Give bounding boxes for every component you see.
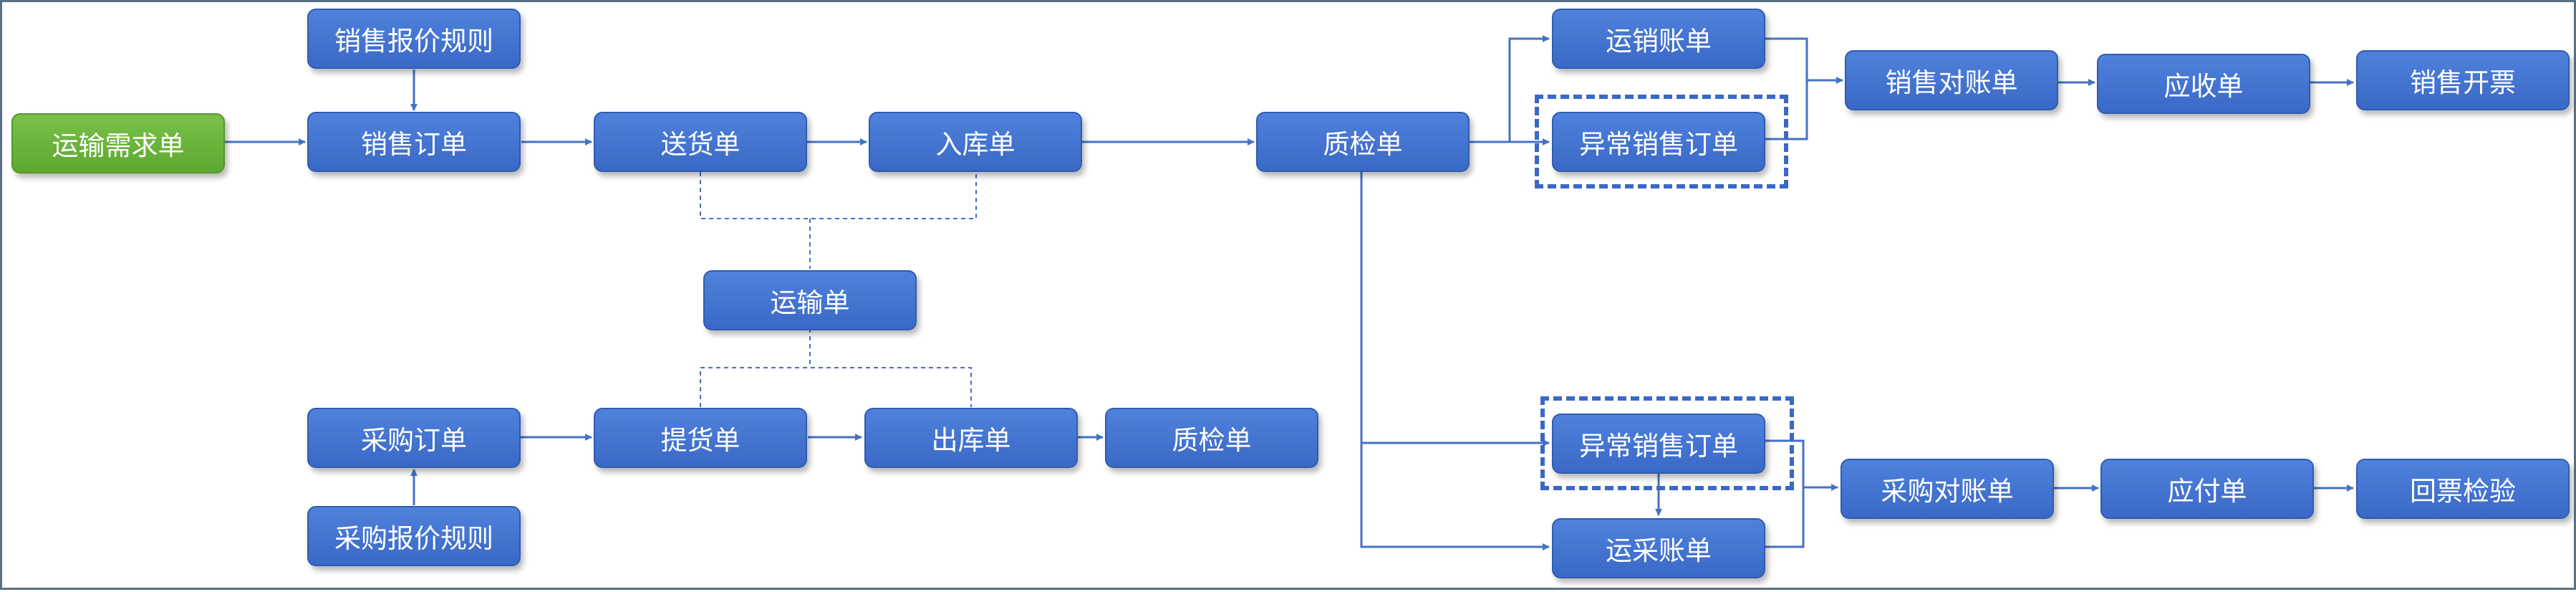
edge-quality-to-purchase-bill bbox=[1360, 443, 1550, 550]
node-purchase-order[interactable]: 采购订单 bbox=[307, 408, 521, 468]
node-purchase-reconciliation[interactable]: 采购对账单 bbox=[1841, 459, 2054, 519]
edge-abnormal-bottom-to-purchase-reconciliation bbox=[1765, 439, 1838, 491]
node-purchase-shipping-bill[interactable]: 运采账单 bbox=[1552, 518, 1765, 578]
edge-quality-to-abnormal-bottom bbox=[1360, 172, 1550, 447]
node-pickup-note[interactable]: 提货单 bbox=[594, 408, 807, 468]
node-invoice-check[interactable]: 回票检验 bbox=[2356, 459, 2570, 519]
edge-abnormal-top-to-reconciliation bbox=[1765, 80, 1808, 140]
node-delivery-note[interactable]: 送货单 bbox=[594, 112, 807, 172]
node-shipping-bill[interactable]: 运销账单 bbox=[1552, 9, 1765, 69]
node-transport-demand[interactable]: 运输需求单 bbox=[11, 113, 225, 173]
node-receipt-note[interactable]: 入库单 bbox=[869, 112, 1082, 172]
node-sales-price-rule[interactable]: 销售报价规则 bbox=[307, 9, 521, 69]
dashed-link-delivery-receipt-transport bbox=[700, 172, 977, 219]
edge-quality-to-shipping-bill bbox=[1469, 35, 1550, 143]
node-payable[interactable]: 应付单 bbox=[2100, 459, 2314, 519]
node-quality-check-bottom[interactable]: 质检单 bbox=[1105, 408, 1318, 468]
abnormal-order-highlight-bottom bbox=[1540, 396, 1794, 490]
dashed-link-pickup-outbound-transport bbox=[700, 367, 972, 407]
node-abnormal-sales-order-top[interactable]: 异常销售订单 bbox=[1552, 112, 1765, 172]
node-sales-invoice[interactable]: 销售开票 bbox=[2356, 50, 2570, 110]
node-transport-note[interactable]: 运输单 bbox=[703, 270, 917, 330]
edge-purchase-bill-to-purchase-reconciliation bbox=[1765, 487, 1805, 548]
node-receivable[interactable]: 应收单 bbox=[2097, 54, 2310, 114]
abnormal-order-highlight-top bbox=[1535, 95, 1788, 188]
node-sales-order[interactable]: 销售订单 bbox=[307, 112, 521, 172]
node-quality-check-top[interactable]: 质检单 bbox=[1256, 112, 1470, 172]
edge-shipping-bill-to-reconciliation bbox=[1765, 37, 1843, 84]
node-outbound-note[interactable]: 出库单 bbox=[864, 408, 1078, 468]
node-abnormal-sales-order-bottom[interactable]: 异常销售订单 bbox=[1552, 414, 1765, 474]
node-purchase-price-rule[interactable]: 采购报价规则 bbox=[307, 506, 521, 566]
node-sales-reconciliation[interactable]: 销售对账单 bbox=[1845, 50, 2058, 110]
